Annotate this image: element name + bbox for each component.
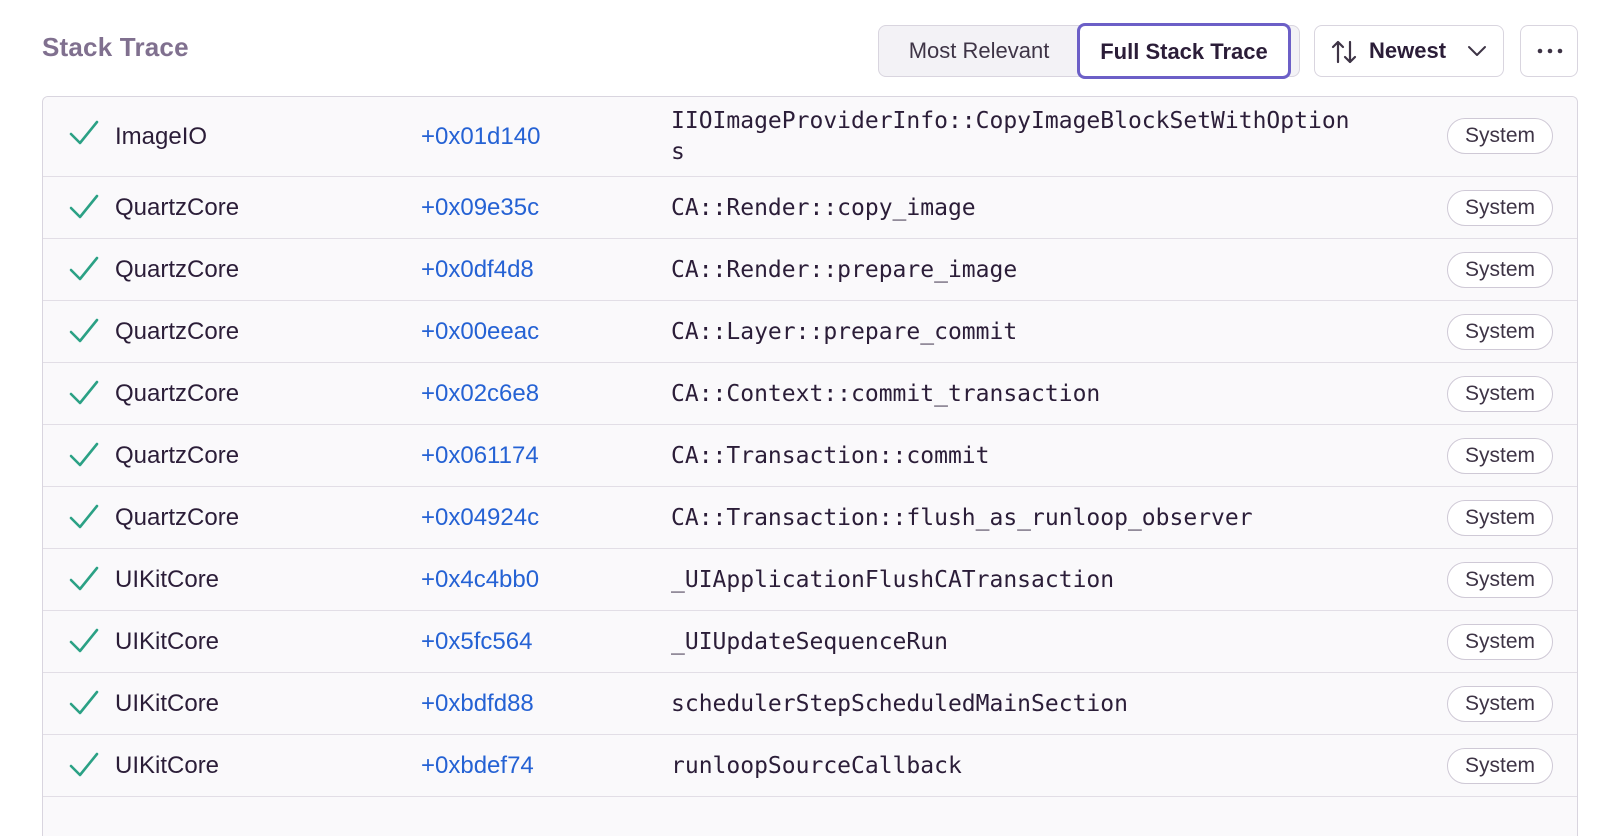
frame-function: runloopSourceCallback bbox=[671, 753, 962, 779]
frame-package: QuartzCore bbox=[115, 194, 240, 221]
view-toggle: Most Relevant Full Stack Trace bbox=[878, 23, 1300, 79]
check-icon bbox=[69, 120, 99, 145]
sort-label: Newest bbox=[1369, 38, 1447, 63]
frame-function: _UIApplicationFlushCATransaction bbox=[671, 567, 1115, 593]
more-options-button[interactable] bbox=[1520, 25, 1578, 77]
frame-address[interactable]: +0x0df4d8 bbox=[421, 256, 534, 283]
frame-row[interactable]: QuartzCore +0x0df4d8 CA::Render::prepare… bbox=[43, 239, 1577, 301]
system-tag: System bbox=[1446, 438, 1553, 474]
stack-frames-list: ImageIO +0x01d140 IIOImageProviderInfo::… bbox=[42, 96, 1578, 836]
system-tag: System bbox=[1446, 686, 1553, 722]
check-icon bbox=[69, 380, 99, 405]
frame-address[interactable]: +0x00eeac bbox=[421, 318, 540, 345]
frame-package: QuartzCore bbox=[115, 504, 240, 531]
frame-row[interactable]: UIKitCore +0x5fc564 _UIUpdateSequenceRun… bbox=[43, 611, 1577, 673]
check-icon bbox=[69, 318, 99, 343]
frame-function: IIOImageProviderInfo::CopyImageBlockSetW… bbox=[671, 108, 1350, 165]
frame-function: CA::Layer::prepare_commit bbox=[671, 319, 1018, 345]
system-tag: System bbox=[1446, 190, 1553, 226]
frame-address[interactable]: +0x061174 bbox=[421, 442, 539, 469]
system-tag: System bbox=[1446, 252, 1553, 288]
frame-row[interactable]: UIKitCore +0xbdfd88 schedulerStepSchedul… bbox=[43, 673, 1577, 735]
frame-package: UIKitCore bbox=[115, 690, 220, 717]
check-icon bbox=[69, 566, 99, 591]
system-tag: System bbox=[1446, 624, 1553, 660]
frame-function: CA::Transaction::flush_as_runloop_observ… bbox=[671, 505, 1253, 531]
frame-address[interactable]: +0xbdfd88 bbox=[421, 690, 534, 717]
frame-address[interactable]: +0x4c4bb0 bbox=[421, 566, 540, 593]
section-title: Stack Trace bbox=[42, 32, 189, 62]
check-icon bbox=[69, 442, 99, 467]
check-icon bbox=[69, 690, 99, 715]
most-relevant-button[interactable]: Most Relevant bbox=[908, 38, 1050, 63]
check-icon bbox=[69, 194, 99, 219]
ellipsis-icon bbox=[1537, 48, 1563, 54]
frame-row[interactable]: UIKitCore +0x4c4bb0 _UIApplicationFlushC… bbox=[43, 549, 1577, 611]
frame-package: QuartzCore bbox=[115, 380, 240, 407]
frame-row[interactable]: QuartzCore +0x061174 CA::Transaction::co… bbox=[43, 425, 1577, 487]
system-tag: System bbox=[1446, 748, 1553, 784]
frame-function: _UIUpdateSequenceRun bbox=[671, 629, 948, 655]
frame-function: CA::Render::prepare_image bbox=[671, 257, 1018, 283]
system-tag: System bbox=[1446, 376, 1553, 412]
frame-function: CA::Transaction::commit bbox=[671, 443, 990, 469]
frame-address[interactable]: +0xbdef74 bbox=[421, 752, 534, 779]
frame-address[interactable]: +0x09e35c bbox=[421, 194, 540, 221]
frame-address[interactable]: +0x01d140 bbox=[421, 123, 541, 150]
sort-arrows-icon bbox=[1331, 40, 1357, 64]
check-icon bbox=[69, 628, 99, 653]
frame-package: QuartzCore bbox=[115, 318, 240, 345]
frame-function: schedulerStepScheduledMainSection bbox=[671, 691, 1128, 717]
chevron-down-icon bbox=[1468, 46, 1486, 56]
frame-row[interactable]: QuartzCore +0x00eeac CA::Layer::prepare_… bbox=[43, 301, 1577, 363]
system-tag: System bbox=[1446, 314, 1553, 350]
frame-function: CA::Context::commit_transaction bbox=[671, 381, 1101, 407]
frame-package: UIKitCore bbox=[115, 566, 220, 593]
frame-package: QuartzCore bbox=[115, 256, 240, 283]
frame-row-partial[interactable] bbox=[43, 797, 1577, 836]
system-tag: System bbox=[1446, 562, 1553, 598]
frame-package: UIKitCore bbox=[115, 628, 220, 655]
system-tag: System bbox=[1446, 118, 1553, 154]
check-icon bbox=[69, 752, 99, 777]
frame-address[interactable]: +0x04924c bbox=[421, 504, 540, 531]
frame-address[interactable]: +0x02c6e8 bbox=[421, 380, 540, 407]
check-icon bbox=[69, 504, 99, 529]
frame-row[interactable]: QuartzCore +0x09e35c CA::Render::copy_im… bbox=[43, 177, 1577, 239]
sort-dropdown[interactable]: Newest bbox=[1314, 25, 1504, 77]
frame-row[interactable]: QuartzCore +0x04924c CA::Transaction::fl… bbox=[43, 487, 1577, 549]
frame-package: ImageIO bbox=[115, 123, 208, 150]
system-tag: System bbox=[1446, 500, 1553, 536]
check-icon bbox=[69, 256, 99, 281]
frame-row[interactable]: ImageIO +0x01d140 IIOImageProviderInfo::… bbox=[43, 97, 1577, 177]
frame-package: QuartzCore bbox=[115, 442, 240, 469]
frame-row[interactable]: UIKitCore +0xbdef74 runloopSourceCallbac… bbox=[43, 735, 1577, 797]
stack-trace-header: Stack Trace Most Relevant Full Stack Tra… bbox=[0, 0, 1614, 96]
frame-address[interactable]: +0x5fc564 bbox=[421, 628, 533, 655]
frame-package: UIKitCore bbox=[115, 752, 220, 779]
frame-function: CA::Render::copy_image bbox=[671, 195, 976, 221]
full-stack-trace-button[interactable]: Full Stack Trace bbox=[1077, 23, 1291, 79]
frame-row[interactable]: QuartzCore +0x02c6e8 CA::Context::commit… bbox=[43, 363, 1577, 425]
